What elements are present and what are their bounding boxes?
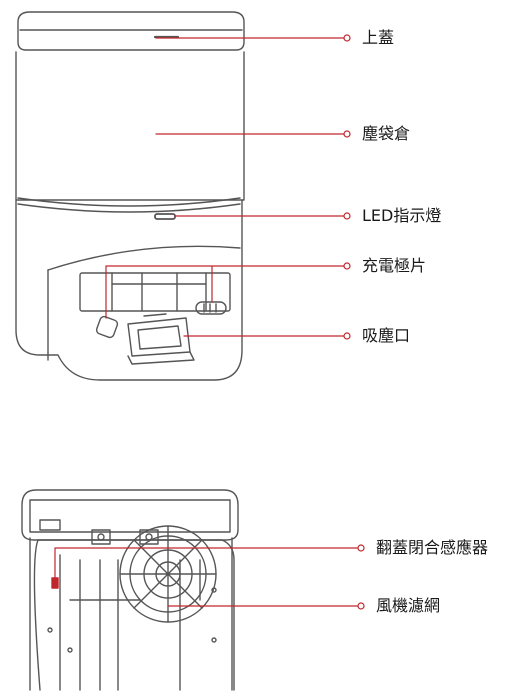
top-lid-shape: [17, 11, 245, 51]
dock-open-lid-view: [21, 489, 239, 691]
callout-label-fan-filter: 風機濾網: [376, 596, 441, 615]
callout-label-lid-close-sensor: 翻蓋閉合感應器: [376, 538, 489, 557]
charging-contacts-shape: [95, 301, 227, 339]
callout-label-dust-bag-compartment: 塵袋倉: [362, 124, 411, 143]
dock-front-view: [15, 11, 245, 381]
callout-label-led-indicator: LED指示燈: [362, 206, 442, 225]
callout-label-suction-inlet: 吸塵口: [362, 326, 411, 345]
leader-charging: [105, 265, 345, 319]
leader-lid-sensor: [54, 547, 359, 579]
suction-inlet-shape: [127, 317, 195, 365]
callout-label-top-lid: 上蓋: [362, 28, 395, 47]
led-indicator-shape: [154, 213, 176, 220]
dust-bag-compartment-shape: [15, 51, 245, 201]
callout-leaders: [54, 34, 365, 610]
lid-close-sensor-shape: [51, 577, 59, 589]
fan-filter-shape: [119, 525, 217, 623]
callout-label-charging-contacts: 充電極片: [362, 256, 427, 275]
